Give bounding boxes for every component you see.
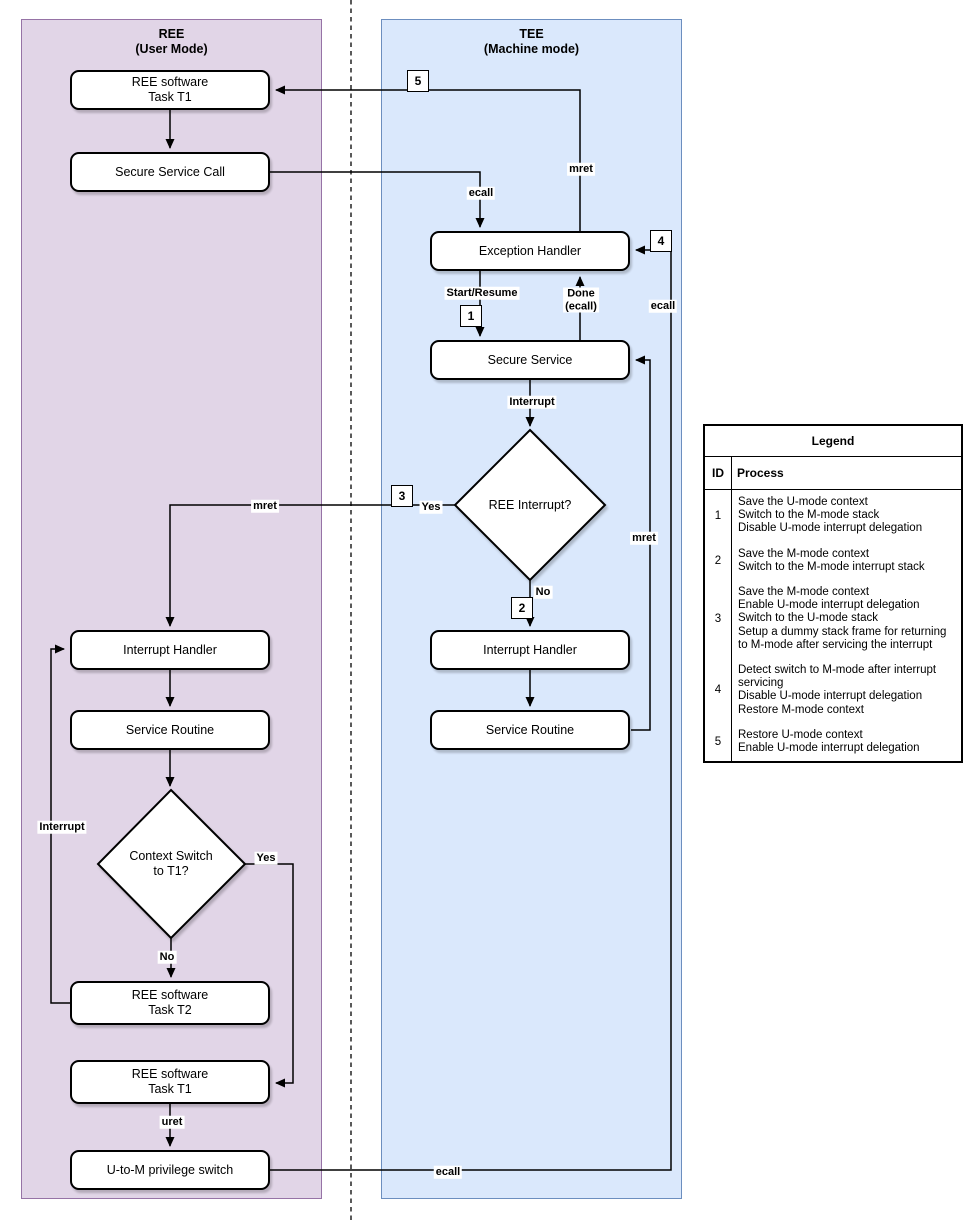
label-ecall-to-exception: ecall bbox=[466, 186, 496, 200]
ree-interrupt-decision-label: REE Interrupt? bbox=[488, 497, 572, 512]
label-mret-service-to-secure: mret bbox=[630, 531, 658, 545]
label-done-ecall: Done (ecall) bbox=[563, 287, 599, 313]
context-switch-decision-diamond bbox=[96, 788, 247, 940]
legend-row-1: 1 Save the U-mode context Switch to the … bbox=[704, 489, 962, 542]
legend-row-5-process: Restore U-mode context Enable U-mode int… bbox=[738, 728, 920, 755]
legend-title-row: Legend bbox=[704, 425, 962, 457]
node-ree-software-task-t1-top: REE software Task T1 bbox=[70, 70, 270, 110]
label-interrupt-ree-loop: Interrupt bbox=[37, 820, 87, 834]
legend-col-process: Process bbox=[731, 456, 962, 490]
legend-row-4-process: Detect switch to M-mode after interrupt … bbox=[738, 664, 937, 716]
label-no-tee: No bbox=[533, 585, 553, 599]
node-secure-service-call: Secure Service Call bbox=[70, 152, 270, 192]
label-yes-tee: Yes bbox=[419, 500, 443, 514]
label-mret-to-ree: mret bbox=[251, 499, 279, 513]
legend-col-id: ID bbox=[704, 456, 732, 490]
legend-row-1-id: 1 bbox=[704, 489, 732, 542]
legend-row-3-process: Save the M-mode context Enable U-mode in… bbox=[738, 586, 947, 651]
label-mret-to-task1: mret bbox=[567, 162, 595, 176]
edge-context-yes-to-task1 bbox=[245, 863, 294, 1088]
node-tee-service-routine: Service Routine bbox=[430, 710, 630, 750]
edge-decision-yes-to-ree-handler bbox=[165, 504, 455, 627]
legend-row-4: 4 Detect switch to M-mode after interrup… bbox=[704, 658, 962, 723]
node-tee-interrupt-handler: Interrupt Handler bbox=[430, 630, 630, 670]
legend-header-row: ID Process bbox=[704, 456, 962, 490]
edge-servicecall-ecall-to-exception bbox=[270, 171, 485, 228]
legend-row-5: 5 Restore U-mode context Enable U-mode i… bbox=[704, 722, 962, 763]
node-secure-service: Secure Service bbox=[430, 340, 630, 380]
legend-row-5-id: 5 bbox=[704, 722, 732, 763]
node-u-to-m-privilege-switch: U-to-M privilege switch bbox=[70, 1150, 270, 1190]
legend-row-2: 2 Save the M-mode context Switch to the … bbox=[704, 541, 962, 581]
tee-panel-title: TEE (Machine mode) bbox=[483, 27, 580, 56]
ree-panel-title: REE (User Mode) bbox=[135, 27, 208, 56]
node-ree-interrupt-handler: Interrupt Handler bbox=[70, 630, 270, 670]
edge-tee-routine-mret-to-secure bbox=[631, 355, 651, 731]
badge-step-5: 5 bbox=[407, 70, 429, 92]
node-exception-handler: Exception Handler bbox=[430, 231, 630, 271]
ree-interrupt-decision-diamond bbox=[453, 428, 607, 582]
label-uret: uret bbox=[159, 1115, 185, 1129]
label-interrupt-tee: Interrupt bbox=[507, 395, 557, 409]
legend-row-4-id: 4 bbox=[704, 658, 732, 723]
label-ecall-bottom: ecall bbox=[433, 1165, 463, 1179]
badge-step-2: 2 bbox=[511, 597, 533, 619]
context-switch-decision-label: Context Switch to T1? bbox=[129, 849, 213, 878]
label-yes-ree: Yes bbox=[254, 851, 278, 865]
legend-table: Legend ID Process 1 Save the U-mode cont… bbox=[703, 424, 963, 764]
legend-row-2-id: 2 bbox=[704, 541, 732, 581]
badge-step-1: 1 bbox=[460, 305, 482, 327]
node-ree-software-task-t2: REE software Task T2 bbox=[70, 981, 270, 1025]
legend-row-2-process: Save the M-mode context Switch to the M-… bbox=[738, 547, 925, 573]
legend-title: Legend bbox=[704, 425, 962, 457]
badge-step-3: 3 bbox=[391, 485, 413, 507]
badge-step-4: 4 bbox=[650, 230, 672, 252]
label-no-ree: No bbox=[157, 950, 177, 964]
legend-row-3-id: 3 bbox=[704, 580, 732, 659]
node-ree-software-task-t1-bottom: REE software Task T1 bbox=[70, 1060, 270, 1104]
legend-row-1-process: Save the U-mode context Switch to the M-… bbox=[738, 496, 923, 535]
edge-exception-mret-to-task1 bbox=[275, 85, 581, 231]
label-ecall-right-vertical: ecall bbox=[648, 299, 678, 313]
legend-row-3: 3 Save the M-mode context Enable U-mode … bbox=[704, 580, 962, 659]
node-ree-service-routine: Service Routine bbox=[70, 710, 270, 750]
label-start-resume: Start/Resume bbox=[444, 286, 520, 300]
